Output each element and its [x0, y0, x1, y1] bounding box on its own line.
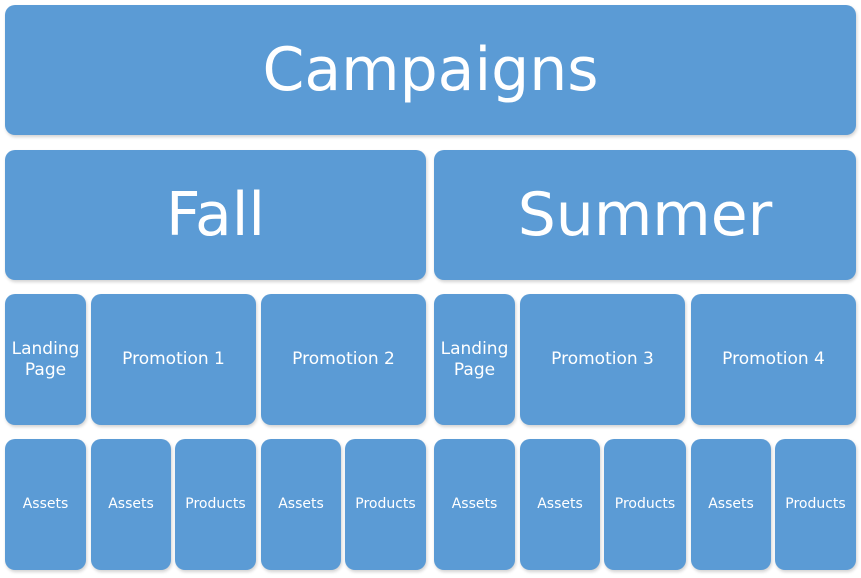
promotion-1-box: Promotion 1: [91, 294, 256, 425]
campaigns-label: Campaigns: [262, 35, 599, 105]
promotion-4-products-box: Products: [775, 439, 856, 570]
promotion-2-products-box: Products: [345, 439, 426, 570]
promotion-3-products-box: Products: [604, 439, 686, 570]
promotion-3-assets-label: Assets: [537, 496, 583, 513]
promotion-4-label: Promotion 4: [722, 349, 825, 370]
promotion-1-assets-box: Assets: [91, 439, 171, 570]
summer-landing-assets-box: Assets: [434, 439, 515, 570]
promotion-2-assets-label: Assets: [278, 496, 324, 513]
promotion-4-box: Promotion 4: [691, 294, 856, 425]
fall-landing-page-label: Landing Page: [11, 339, 80, 380]
fall-landing-assets-box: Assets: [5, 439, 86, 570]
promotion-3-assets-box: Assets: [520, 439, 600, 570]
promotion-3-box: Promotion 3: [520, 294, 685, 425]
summer-box: Summer: [434, 150, 856, 280]
fall-label: Fall: [165, 180, 266, 250]
promotion-2-assets-box: Assets: [261, 439, 341, 570]
summer-landing-page-label: Landing Page: [440, 339, 509, 380]
fall-landing-assets-label: Assets: [22, 496, 69, 513]
summer-landing-page-box: Landing Page: [434, 294, 515, 425]
fall-box: Fall: [5, 150, 426, 280]
promotion-2-products-label: Products: [355, 496, 416, 513]
promotion-3-products-label: Products: [614, 496, 676, 513]
promotion-2-box: Promotion 2: [261, 294, 426, 425]
summer-landing-assets-label: Assets: [451, 496, 498, 513]
promotion-1-products-box: Products: [175, 439, 256, 570]
promotion-4-assets-label: Assets: [708, 496, 754, 513]
promotion-1-assets-label: Assets: [108, 496, 154, 513]
promotion-1-products-label: Products: [185, 496, 246, 513]
summer-label: Summer: [517, 180, 773, 250]
campaigns-box: Campaigns: [5, 5, 856, 135]
promotion-4-assets-box: Assets: [691, 439, 771, 570]
promotion-3-label: Promotion 3: [551, 349, 654, 370]
fall-landing-page-box: Landing Page: [5, 294, 86, 425]
promotion-2-label: Promotion 2: [292, 349, 395, 370]
promotion-1-label: Promotion 1: [122, 349, 225, 370]
promotion-4-products-label: Products: [785, 496, 846, 513]
